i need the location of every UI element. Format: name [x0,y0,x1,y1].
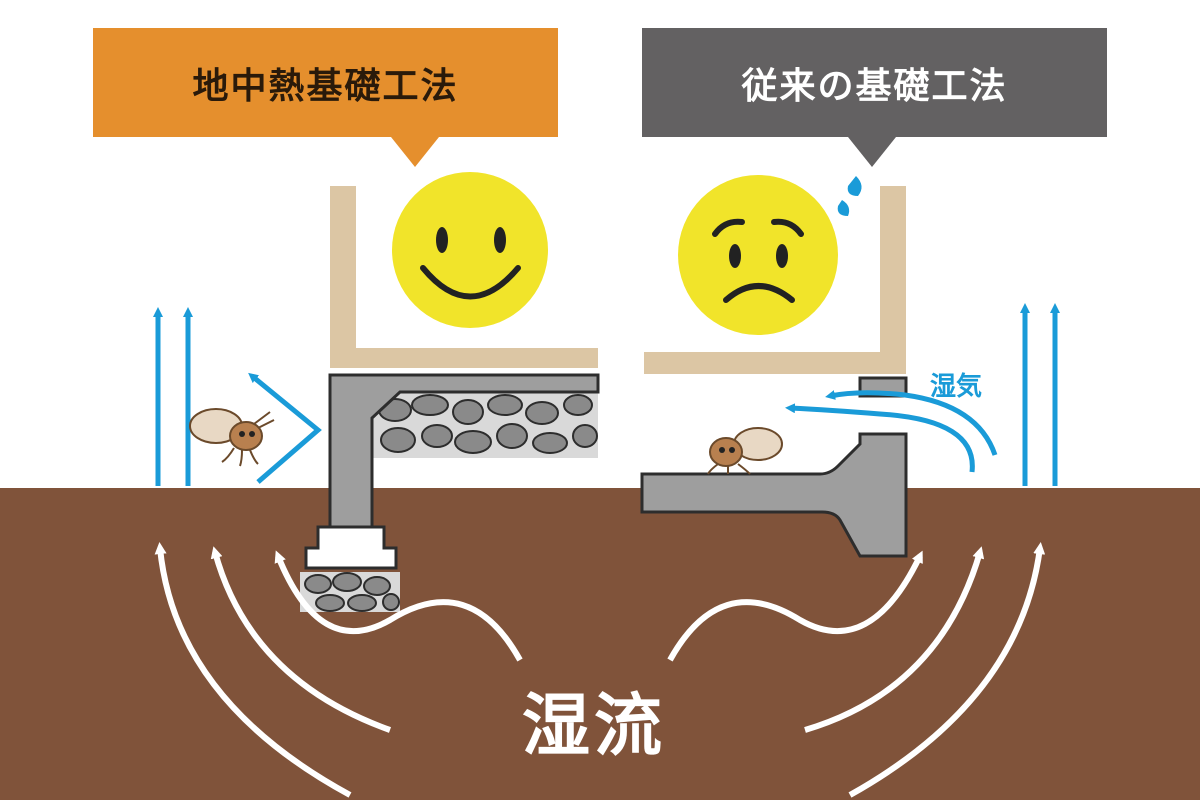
smiling-face-icon [392,172,548,328]
right-house-floor [644,352,906,374]
right-method-label: 従来の基礎工法 [642,28,1107,167]
soil-ground [0,488,1200,800]
left-up-arrows [153,307,193,486]
left-footing-stones [304,572,400,612]
termite-icon [189,408,275,467]
left-label-pointer [391,137,439,167]
curved-arrow-icon [154,542,352,798]
right-house-wall [880,186,906,366]
left-method-label: 地中熱基礎工法 [93,28,558,167]
left-method-title: 地中熱基礎工法 [192,65,459,107]
right-method-title: 従来の基礎工法 [741,65,1008,107]
white-flow-arrows [154,542,1046,798]
right-up-arrows [1020,303,1060,486]
flow-label: 湿流 [522,687,667,766]
curved-arrow-icon [848,542,1046,798]
termite-icon [707,427,783,475]
left-house-floor [330,348,598,368]
curved-arrow-icon [210,546,392,733]
right-label-pointer [848,137,896,167]
curved-arrow-icon [804,546,985,733]
moisture-label: 湿気 [930,372,983,402]
left-footing-pad [304,525,398,570]
sweat-drop-icon [837,176,862,216]
left-house-wall [330,186,356,366]
moisture-arrows [785,390,998,473]
deflected-arrow [248,372,322,484]
curved-arrow-icon [274,550,523,662]
curved-arrow-icon [667,550,923,662]
worried-face-icon [678,175,838,335]
left-gravel-stones [378,394,598,454]
right-concrete-foundation [640,432,908,558]
